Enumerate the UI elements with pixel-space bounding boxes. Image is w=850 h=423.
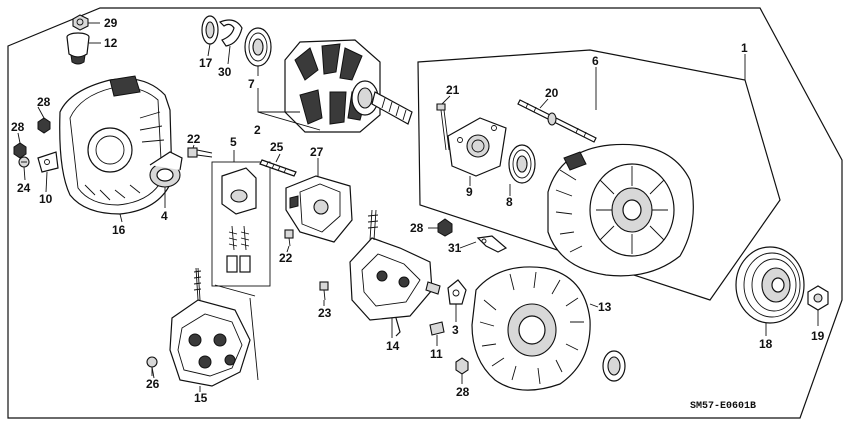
callout-5: 5	[230, 135, 237, 149]
rectifier-15	[169, 267, 259, 387]
callout-3: 3	[452, 323, 459, 337]
callout-30: 30	[218, 65, 232, 79]
cap-12	[66, 32, 90, 65]
seal-17	[201, 15, 219, 45]
callout-28-c: 28	[410, 221, 424, 235]
brush-holder-set-5	[211, 161, 271, 287]
callout-15: 15	[194, 391, 208, 405]
callout-28-d: 28	[456, 385, 470, 399]
pulley-18	[735, 246, 805, 324]
seal-ring	[602, 350, 626, 382]
bearing-holder-4	[149, 151, 183, 188]
callout-16: 16	[112, 223, 126, 237]
callout-7: 7	[248, 77, 255, 91]
nut-28-b	[13, 142, 27, 159]
callout-28-a: 28	[37, 95, 51, 109]
callout-12: 12	[104, 36, 118, 50]
diagram-reference-code: SM57-E0601B	[690, 401, 756, 412]
callout-22-b: 22	[279, 251, 293, 265]
screw-24	[18, 156, 30, 168]
callout-27: 27	[310, 145, 324, 159]
screw-25	[259, 159, 297, 177]
nut-28-a	[37, 117, 51, 134]
callout-21: 21	[446, 83, 460, 97]
callout-26: 26	[146, 377, 160, 391]
callout-9: 9	[466, 185, 473, 199]
callout-4: 4	[161, 209, 168, 223]
screw-23	[319, 281, 329, 301]
nut-28-c	[437, 218, 453, 237]
terminal-31	[476, 235, 508, 253]
callout-2: 2	[254, 123, 261, 137]
callout-29: 29	[104, 16, 118, 30]
callout-8: 8	[506, 195, 513, 209]
callout-25: 25	[270, 140, 284, 154]
bracket-14	[349, 209, 441, 337]
callout-6: 6	[592, 54, 599, 68]
nut-28-d	[455, 357, 469, 375]
callout-28-b: 28	[11, 120, 25, 134]
rear-housing-6	[547, 143, 694, 277]
bolt-21	[436, 103, 450, 151]
front-housing-13	[471, 266, 591, 391]
callout-13: 13	[598, 300, 612, 314]
callout-10: 10	[39, 192, 53, 206]
rotor-2	[284, 39, 413, 133]
regulator-27	[285, 175, 353, 243]
bearing-8	[508, 144, 536, 184]
callout-14: 14	[386, 339, 400, 353]
terminal-10	[37, 151, 59, 173]
callout-20: 20	[545, 86, 559, 100]
callout-22-a: 22	[187, 132, 201, 146]
callout-11: 11	[430, 347, 443, 361]
nut-19	[807, 285, 829, 311]
assembly-outline-frame	[7, 7, 843, 419]
callout-19: 19	[811, 329, 825, 343]
subassembly-outline-frame	[417, 49, 781, 301]
retainer-30	[218, 19, 243, 47]
plate-9	[447, 117, 507, 177]
stud-20	[517, 99, 597, 143]
nut-29	[72, 14, 89, 31]
rear-cover-16	[59, 75, 173, 215]
insulator-3	[447, 279, 467, 305]
callout-31: 31	[448, 241, 462, 255]
leader-lines	[17, 22, 819, 392]
callout-24: 24	[17, 181, 31, 195]
bolt-22-b	[284, 229, 294, 247]
callout-23: 23	[318, 306, 332, 320]
callout-1: 1	[741, 41, 748, 55]
callout-17: 17	[199, 56, 213, 70]
bearing-7	[244, 27, 272, 67]
callout-18: 18	[759, 337, 773, 351]
bolt-22-a	[187, 147, 213, 158]
clip-11	[429, 321, 445, 336]
